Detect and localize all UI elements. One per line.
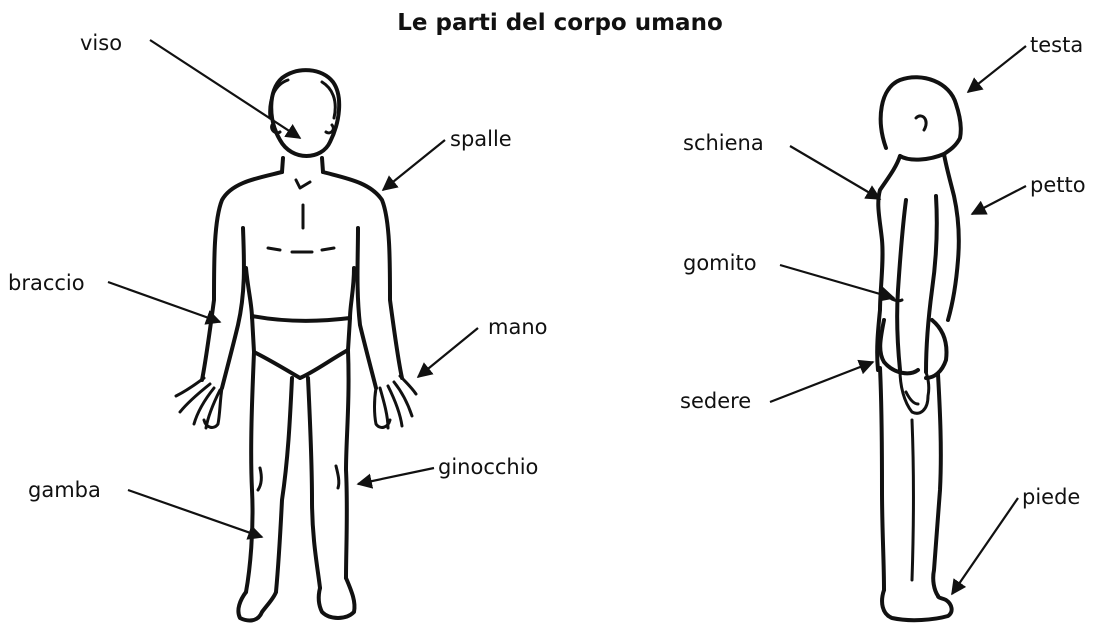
label-viso: viso xyxy=(80,31,122,55)
front-hair xyxy=(268,78,337,135)
front-right-hand xyxy=(373,374,418,430)
front-waist xyxy=(244,266,356,320)
front-left-foot xyxy=(236,590,278,623)
side-front xyxy=(942,152,961,322)
leader-ginocchio xyxy=(356,466,435,489)
leader-viso xyxy=(149,39,302,139)
leader-sedere xyxy=(769,359,875,404)
side-ear xyxy=(914,114,928,132)
front-torso xyxy=(200,170,404,382)
leader-braccio xyxy=(107,280,222,325)
leader-gamba xyxy=(127,488,264,540)
front-legs xyxy=(244,348,351,594)
side-head xyxy=(878,75,963,162)
leader-mano xyxy=(416,327,479,378)
label-piede: piede xyxy=(1022,485,1080,509)
label-petto: petto xyxy=(1030,173,1086,197)
label-mano: mano xyxy=(488,315,547,339)
label-gamba: gamba xyxy=(28,478,101,502)
label-ginocchio: ginocchio xyxy=(438,455,538,479)
side-briefs xyxy=(878,318,949,380)
leader-gomito xyxy=(779,263,896,302)
side-arm xyxy=(895,194,939,374)
leader-schiena xyxy=(789,145,882,200)
leader-petto xyxy=(970,185,1027,215)
diagram-title: Le parti del corpo umano xyxy=(397,10,723,36)
side-hand xyxy=(898,368,931,415)
label-braccio: braccio xyxy=(8,271,85,295)
side-legs xyxy=(878,366,943,598)
side-foot xyxy=(880,588,954,623)
front-chest-marks xyxy=(266,178,336,254)
label-gomito: gomito xyxy=(683,251,757,275)
label-sedere: sedere xyxy=(680,389,751,413)
side-back xyxy=(875,154,902,372)
label-testa: testa xyxy=(1030,33,1083,57)
label-schiena: schiena xyxy=(683,131,764,155)
front-briefs xyxy=(250,314,352,380)
label-spalle: spalle xyxy=(450,127,512,151)
leader-piede xyxy=(951,497,1019,596)
front-left-hand xyxy=(174,376,224,430)
front-inner-arms xyxy=(220,226,378,390)
front-knee-marks xyxy=(256,464,341,492)
leader-testa xyxy=(966,45,1027,93)
side-figure xyxy=(875,75,963,623)
front-figure xyxy=(174,68,418,623)
front-neck xyxy=(280,156,325,174)
leader-spalle xyxy=(381,139,446,191)
front-right-foot xyxy=(316,576,357,620)
side-inner-leg xyxy=(910,418,915,582)
